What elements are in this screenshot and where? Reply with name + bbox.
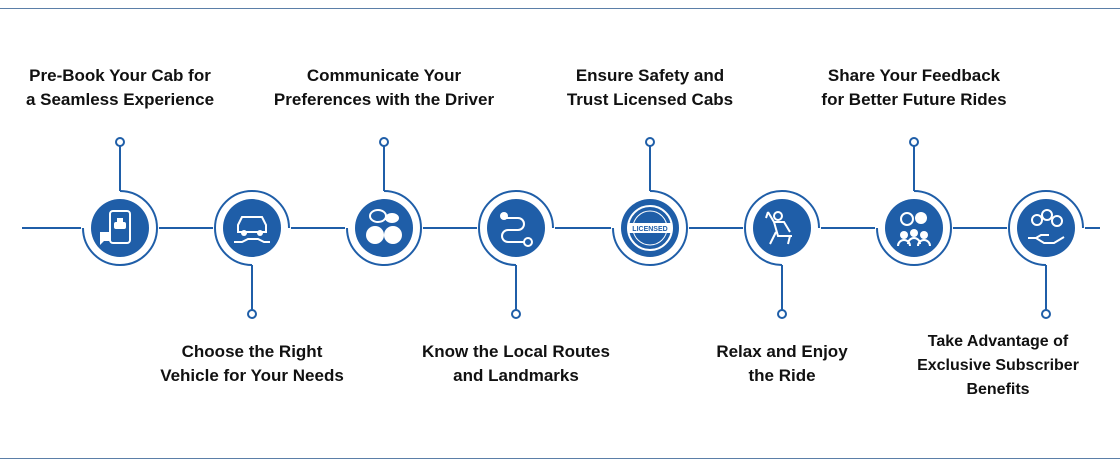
step-node-1 <box>81 137 159 267</box>
phone-cab-icon <box>100 210 131 245</box>
step-ring-opening <box>81 189 121 229</box>
step-label-8: Take Advantage of Exclusive Subscriber B… <box>917 333 1079 398</box>
connector-end-dot <box>645 137 655 147</box>
connector-end-dot <box>379 137 389 147</box>
step-label-6: Relax and Enjoy the Ride <box>716 342 848 385</box>
connector-end-dot <box>247 309 257 319</box>
step-label-5: Ensure Safety and Trust Licensed Cabs <box>566 66 734 109</box>
connector-end-dot <box>909 137 919 147</box>
bottom-frame-line <box>0 458 1120 459</box>
step-ring-opening <box>345 189 385 229</box>
step-label-7: Share Your Feedback for Better Future Ri… <box>821 66 1007 109</box>
step-circle <box>753 199 811 257</box>
step-node-2 <box>213 189 291 319</box>
step-ring-opening <box>781 227 821 267</box>
step-node-8 <box>1007 189 1085 319</box>
step-node-5: LICENSED <box>611 137 689 267</box>
relax-chair-icon <box>765 211 792 245</box>
step-node-6 <box>743 189 821 319</box>
top-frame-line <box>0 8 1120 9</box>
licensed-badge-text: LICENSED <box>632 226 667 233</box>
connector-end-dot <box>1041 309 1051 319</box>
car-hand-icon <box>234 216 270 243</box>
feedback-icon <box>897 212 931 247</box>
step-node-7 <box>875 137 953 267</box>
step-label-4: Know the Local Routes and Landmarks <box>422 342 610 385</box>
step-label-2: Choose the Right Vehicle for Your Needs <box>160 342 344 385</box>
step-ring-opening <box>611 189 651 229</box>
licensed-badge-icon: LICENSED <box>627 205 673 251</box>
connector-end-dot <box>115 137 125 147</box>
step-node-3 <box>345 137 423 267</box>
step-label-3: Communicate Your Preferences with the Dr… <box>273 66 495 109</box>
conversation-icon <box>366 209 402 244</box>
step-ring-opening <box>1045 227 1085 267</box>
route-icon <box>500 212 533 247</box>
step-circle <box>223 199 281 257</box>
step-circle <box>487 199 545 257</box>
step-circle <box>885 199 943 257</box>
step-node-4 <box>477 189 555 319</box>
step-label-1: Pre-Book Your Cab for a Seamless Experie… <box>25 66 215 109</box>
step-ring-opening <box>875 189 915 229</box>
step-circle <box>1017 199 1075 257</box>
connector-end-dot <box>777 309 787 319</box>
benefits-hand-icon <box>1028 209 1065 244</box>
step-ring-opening <box>515 227 555 267</box>
step-circle <box>355 199 413 257</box>
connector-end-dot <box>511 309 521 319</box>
step-ring-opening <box>251 227 291 267</box>
